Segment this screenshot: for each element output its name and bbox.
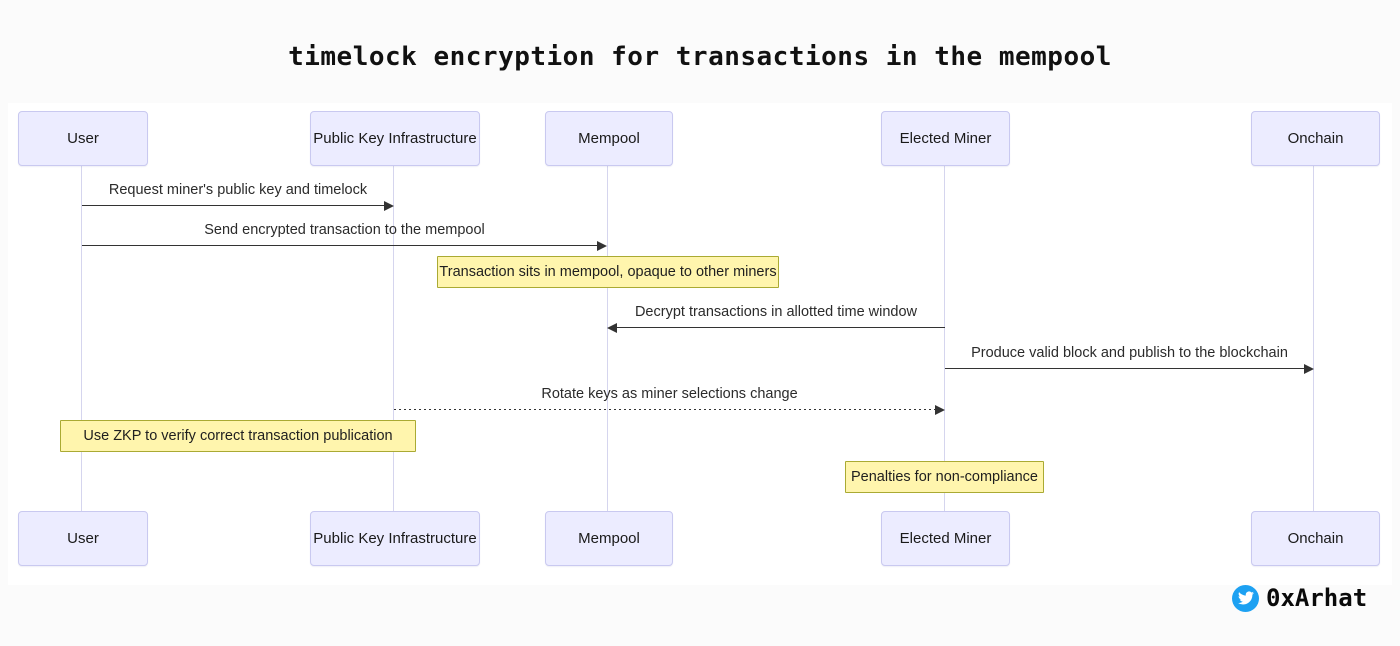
actor-user-bottom: User bbox=[18, 511, 148, 566]
diagram-title: timelock encryption for transactions in … bbox=[288, 42, 1112, 72]
actor-label: Public Key Infrastructure bbox=[313, 530, 477, 547]
message-arrow-1 bbox=[82, 205, 385, 207]
message-arrow-4 bbox=[945, 368, 1304, 370]
lifeline-pki bbox=[393, 166, 394, 511]
message-label-1: Request miner's public key and timelock bbox=[108, 182, 368, 198]
actor-label: Elected Miner bbox=[899, 130, 992, 147]
actor-label: User bbox=[67, 130, 99, 147]
arrowhead-left-icon bbox=[607, 323, 617, 333]
actor-mempool-top: Mempool bbox=[545, 111, 673, 166]
actor-pki-bottom: Public Key Infrastructure bbox=[310, 511, 480, 566]
actor-elected-miner-top: Elected Miner bbox=[881, 111, 1010, 166]
actor-mempool-bottom: Mempool bbox=[545, 511, 673, 566]
actor-onchain-top: Onchain bbox=[1251, 111, 1380, 166]
actor-label: Public Key Infrastructure bbox=[313, 130, 477, 147]
message-label-4: Produce valid block and publish to the b… bbox=[971, 345, 1288, 361]
arrowhead-right-icon bbox=[1304, 364, 1314, 374]
author-signature: 0xArhat bbox=[1232, 582, 1367, 614]
diagram-canvas bbox=[8, 103, 1392, 585]
message-arrow-2 bbox=[82, 245, 598, 247]
actor-onchain-bottom: Onchain bbox=[1251, 511, 1380, 566]
actor-user-top: User bbox=[18, 111, 148, 166]
lifeline-onchain bbox=[1313, 166, 1314, 511]
arrowhead-right-icon bbox=[384, 201, 394, 211]
message-label-3: Decrypt transactions in allotted time wi… bbox=[634, 304, 918, 320]
twitter-icon bbox=[1232, 584, 1259, 612]
message-label-2: Send encrypted transaction to the mempoo… bbox=[204, 222, 485, 238]
actor-label: Onchain bbox=[1287, 130, 1344, 147]
actor-label: Mempool bbox=[578, 530, 640, 547]
actor-label: Elected Miner bbox=[899, 530, 992, 547]
actor-pki-top: Public Key Infrastructure bbox=[310, 111, 480, 166]
actor-label: Onchain bbox=[1287, 530, 1344, 547]
arrowhead-right-icon bbox=[935, 405, 945, 415]
lifeline-elected-miner bbox=[944, 166, 945, 511]
signature-handle: 0xArhat bbox=[1266, 584, 1368, 612]
arrowhead-right-icon bbox=[597, 241, 607, 251]
lifeline-mempool bbox=[607, 166, 608, 511]
actor-label: Mempool bbox=[578, 130, 640, 147]
lifeline-user bbox=[81, 166, 82, 511]
message-arrow-5 bbox=[394, 409, 935, 411]
note-mempool-opaque: Transaction sits in mempool, opaque to o… bbox=[437, 256, 779, 288]
actor-elected-miner-bottom: Elected Miner bbox=[881, 511, 1010, 566]
message-label-5: Rotate keys as miner selections change bbox=[541, 386, 798, 402]
actor-label: User bbox=[67, 530, 99, 547]
note-zkp-verify: Use ZKP to verify correct transaction pu… bbox=[60, 420, 416, 452]
note-penalties: Penalties for non-compliance bbox=[845, 461, 1044, 493]
message-arrow-3 bbox=[617, 327, 945, 329]
